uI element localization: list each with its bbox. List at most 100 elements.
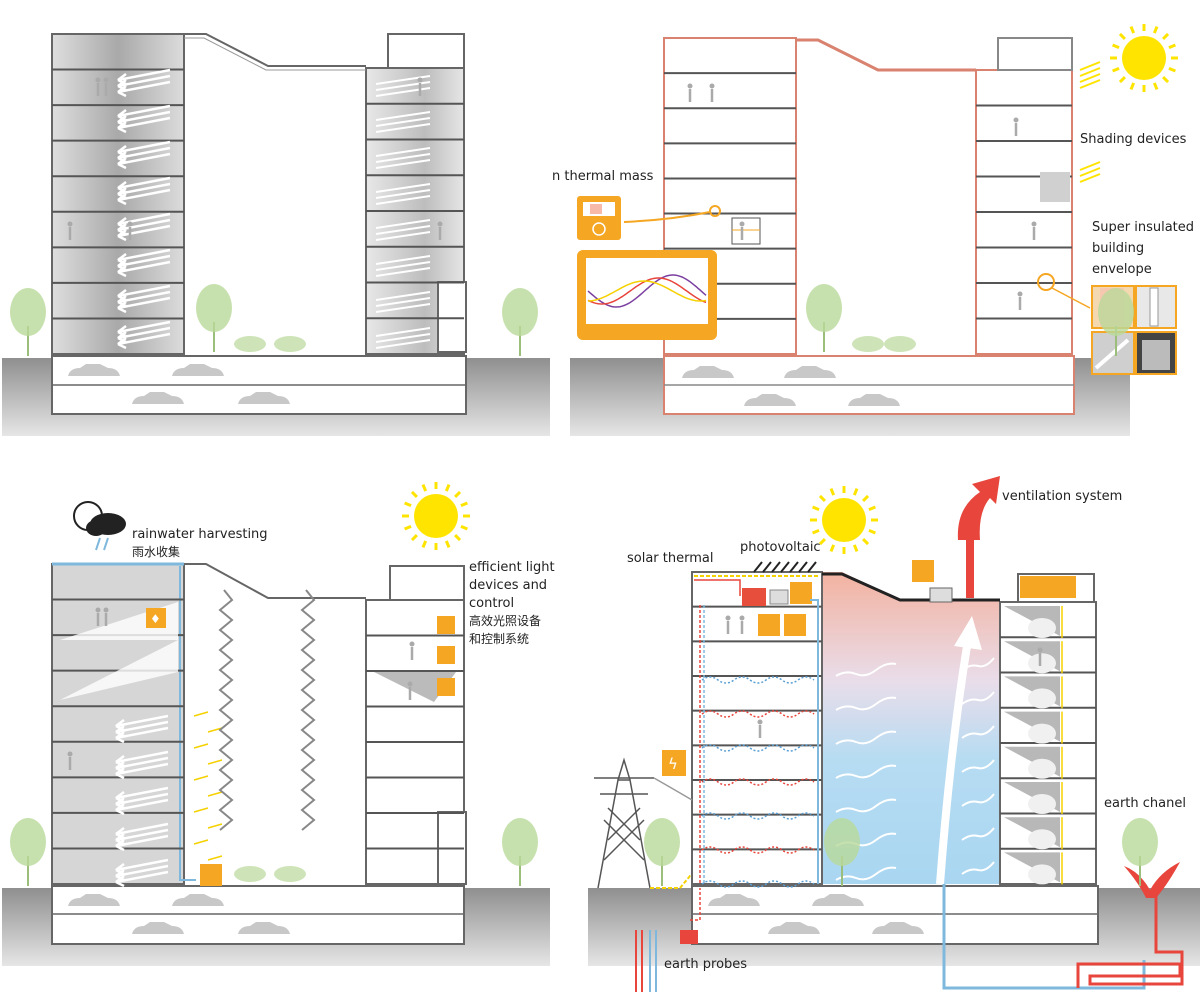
airflow-arrow	[375, 297, 431, 307]
pv-panel	[807, 561, 817, 573]
lamp-icon	[437, 616, 455, 634]
car-icon	[132, 392, 184, 404]
light-ray	[193, 711, 209, 717]
airflow-wave	[835, 730, 897, 745]
radiant-panel	[701, 880, 815, 888]
rain-cloud-icon	[73, 501, 126, 551]
light-fixture	[1028, 723, 1056, 744]
sun-ray	[818, 494, 826, 502]
sun-ray	[829, 488, 836, 496]
airflow-arrow	[117, 296, 171, 314]
basement	[691, 885, 1099, 945]
rainwater-label-cn: 雨水收集	[132, 544, 180, 559]
rainwater-label: rainwater harvesting	[132, 527, 268, 542]
temperature-curve	[587, 280, 707, 302]
person-icon	[95, 607, 101, 613]
airflow-arrow	[375, 291, 431, 301]
sun-ray	[404, 524, 412, 531]
envelope-label-3: envelope	[1092, 262, 1152, 277]
person-icon	[1017, 291, 1023, 297]
thermal-mass-label: n thermal mass	[552, 169, 654, 184]
light-ray	[193, 775, 209, 781]
person-icon	[103, 607, 109, 613]
airflow-arrow	[375, 333, 431, 343]
lamp-icon	[437, 678, 455, 696]
sun-ray	[404, 501, 412, 508]
light-fixture	[1028, 829, 1056, 850]
shrub-icon	[234, 866, 266, 882]
sun-ray	[862, 494, 870, 502]
airflow-arrow	[375, 231, 431, 241]
tree-icon	[1122, 818, 1158, 866]
pv-panel	[753, 561, 763, 573]
sun-ray	[812, 528, 820, 535]
green-wall-chain	[300, 589, 316, 831]
car-icon	[708, 894, 760, 906]
sun-ray	[1118, 76, 1126, 84]
shading-devices-label: Shading devices	[1080, 132, 1187, 147]
atrium-airflow-zone	[822, 572, 1000, 884]
light-ray	[193, 807, 209, 813]
earth-probes-label: earth probes	[664, 957, 747, 972]
shrub-icon	[852, 336, 884, 352]
sun-ray	[1152, 26, 1159, 34]
sun-icon	[810, 486, 878, 554]
airflow-wave	[835, 798, 897, 813]
sun-ray	[1162, 76, 1170, 84]
hvac-unit	[929, 587, 953, 603]
person-icon	[67, 751, 73, 757]
radiant-panel	[701, 676, 815, 684]
airflow-arrow	[375, 189, 431, 199]
lamp-icon	[437, 646, 455, 664]
car-icon	[238, 392, 290, 404]
person-icon	[103, 77, 109, 83]
sun-ray	[829, 544, 836, 552]
light-shelf	[374, 672, 456, 702]
earth-intake-arrow	[1124, 862, 1180, 898]
sun-ray	[1112, 43, 1120, 50]
airflow-arrow	[375, 75, 431, 85]
airflow-wave	[961, 861, 995, 875]
airflow-arrow	[115, 834, 169, 852]
sun-ray	[444, 484, 451, 492]
radiant-panel	[701, 812, 815, 820]
sun-ray	[421, 484, 428, 492]
airflow-arrow	[375, 327, 431, 337]
sun-ray	[812, 505, 820, 512]
pv-panel	[789, 561, 799, 573]
light-label-cn-2: 和控制系统	[469, 632, 529, 646]
light-wedge	[60, 640, 178, 700]
shrub-icon	[884, 336, 916, 352]
sun-ray	[460, 501, 468, 508]
sun-ray	[868, 505, 876, 512]
sun-ray	[410, 534, 418, 542]
airflow-arrow	[375, 225, 431, 235]
airflow-wave	[961, 827, 995, 841]
sun-ray	[862, 538, 870, 546]
airflow-arrow	[375, 267, 431, 277]
sun-ray	[1129, 26, 1136, 34]
car-icon	[238, 922, 290, 934]
cleaning-icon	[784, 614, 806, 636]
airflow-wave	[835, 764, 897, 779]
light-label-1: efficient light	[469, 560, 555, 575]
sun-icon	[402, 482, 470, 550]
panel-building-envelope: Shading devices Super insulated building…	[552, 24, 1194, 436]
shrub-icon	[274, 336, 306, 352]
airflow-arrow	[375, 123, 431, 133]
light-ray	[207, 727, 223, 733]
person-icon	[1037, 647, 1043, 653]
light-label-2: devices and	[469, 578, 547, 593]
airflow-arrow	[375, 339, 431, 349]
light-fixture	[1028, 758, 1056, 779]
car-icon	[68, 364, 120, 376]
toilet-icon: ♦	[146, 608, 166, 628]
person-icon	[739, 615, 745, 621]
green-wall-chain	[218, 589, 234, 831]
tree-icon	[196, 284, 232, 332]
airflow-arrow	[375, 303, 431, 313]
basement	[51, 885, 465, 945]
airflow-arrow	[375, 255, 431, 265]
tree-icon	[824, 818, 860, 866]
